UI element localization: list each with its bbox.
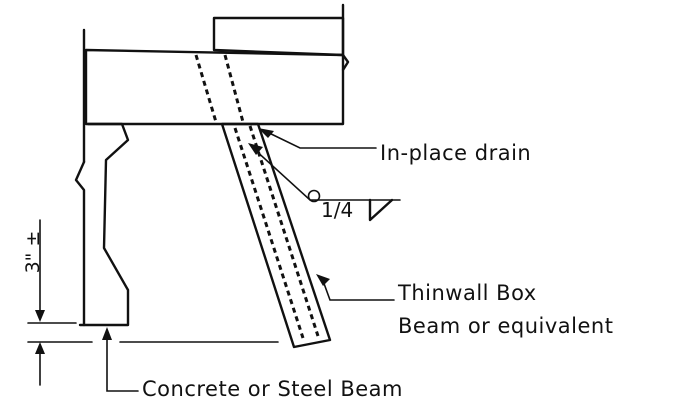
thinwall-box-label-line2: Beam or equivalent xyxy=(398,314,614,338)
thinwall-box-beam xyxy=(220,122,332,349)
thinwall-box-label-line1: Thinwall Box xyxy=(398,281,537,305)
weld-size-label: 1/4 xyxy=(321,198,354,222)
dimension-label: 3" ± xyxy=(22,230,44,274)
upper-concrete-curb xyxy=(212,16,345,57)
leader-lines xyxy=(102,128,401,392)
concrete-beam-label: Concrete or Steel Beam xyxy=(142,377,404,401)
in-place-drain-pipe xyxy=(194,54,245,123)
dimension-lines xyxy=(27,219,279,386)
weld-symbol xyxy=(368,198,394,222)
beam-profile xyxy=(74,28,130,327)
concrete-deck-slab xyxy=(84,3,350,126)
in-place-drain-label: In-place drain xyxy=(380,141,532,165)
